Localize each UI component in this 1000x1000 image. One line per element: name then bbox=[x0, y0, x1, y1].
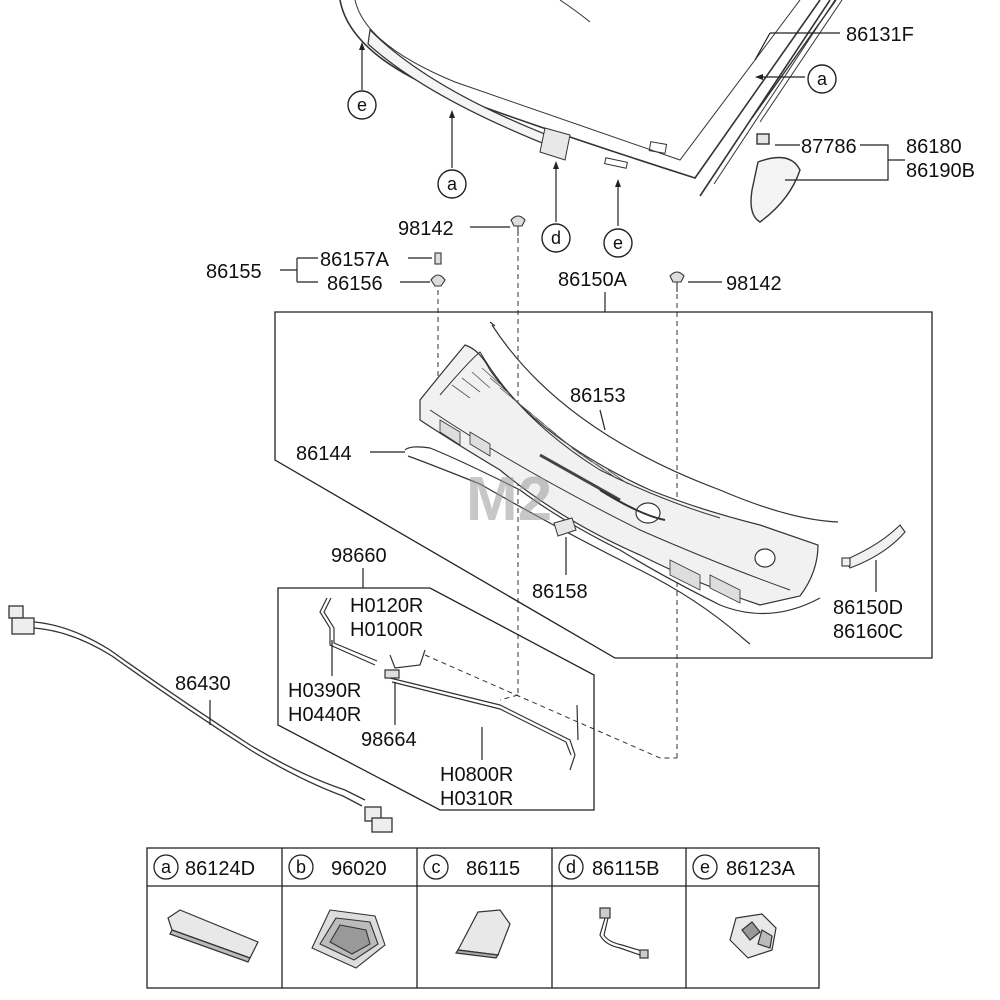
svg-text:b: b bbox=[296, 857, 306, 877]
svg-text:c: c bbox=[432, 857, 441, 877]
svg-text:86123A: 86123A bbox=[726, 858, 796, 880]
label-86158: 86158 bbox=[532, 581, 588, 603]
hose-leaders bbox=[331, 640, 483, 760]
label-86153: 86153 bbox=[570, 385, 626, 407]
svg-text:86124D: 86124D bbox=[185, 858, 255, 880]
legend-part-a-drawing bbox=[167, 909, 259, 963]
legend-header-c: c 86115 bbox=[423, 854, 520, 880]
svg-text:d: d bbox=[551, 228, 561, 248]
label-98660: 98660 bbox=[331, 545, 387, 567]
label-86190B: 86190B bbox=[906, 160, 975, 182]
svg-text:96020: 96020 bbox=[331, 858, 387, 880]
label-86155: 86155 bbox=[206, 261, 262, 283]
label-98142-top: 98142 bbox=[398, 218, 454, 240]
label-H0800R: H0800R bbox=[440, 764, 513, 786]
cowl-top-panel bbox=[419, 321, 839, 606]
washer-hoses bbox=[319, 597, 579, 771]
svg-text:86115B: 86115B bbox=[592, 858, 659, 880]
label-86430: 86430 bbox=[175, 673, 231, 695]
legend-table: a 86124D b 96020 c 86115 d 86115B e 8612… bbox=[146, 847, 820, 989]
part-labels: 86131F 87786 86180 86190B 98142 98142 86… bbox=[175, 24, 975, 810]
rivet-icon bbox=[430, 252, 446, 287]
screw-right-icon bbox=[669, 271, 685, 292]
svg-text:86115: 86115 bbox=[466, 858, 520, 880]
cowl-pad bbox=[553, 517, 577, 537]
legend-header-d: d 86115B bbox=[558, 854, 659, 880]
label-H0440R: H0440R bbox=[288, 704, 361, 726]
svg-text:a: a bbox=[447, 174, 458, 194]
legend-part-e-drawing bbox=[729, 913, 777, 959]
label-86150D: 86150D bbox=[833, 597, 903, 619]
screw-top-icon bbox=[510, 215, 526, 236]
label-H0120R: H0120R bbox=[350, 595, 423, 617]
legend-header-b: b 96020 bbox=[288, 854, 387, 880]
cowl-leaders bbox=[370, 409, 877, 592]
callout-a-right: a bbox=[807, 64, 837, 94]
label-86160C: 86160C bbox=[833, 621, 903, 643]
svg-text:d: d bbox=[566, 857, 576, 877]
label-98142-right: 98142 bbox=[726, 273, 782, 295]
label-86150A: 86150A bbox=[558, 269, 628, 291]
label-98664: 98664 bbox=[361, 729, 417, 751]
callout-d-center: d bbox=[541, 223, 571, 253]
long-washer-hose bbox=[8, 605, 393, 833]
label-86144: 86144 bbox=[296, 443, 352, 465]
callout-e-left: e bbox=[347, 90, 377, 120]
leader-arrowheads bbox=[359, 42, 763, 187]
cowl-assembly-outline bbox=[274, 311, 933, 659]
legend-part-d-drawing bbox=[599, 907, 649, 959]
side-molding bbox=[750, 0, 843, 223]
legend-header-a: a 86124D bbox=[153, 854, 255, 880]
svg-text:a: a bbox=[817, 69, 828, 89]
watermark-logo: M2 bbox=[466, 465, 552, 534]
callout-e-center: e bbox=[603, 228, 633, 258]
label-87786: 87786 bbox=[801, 136, 857, 158]
legend-part-b-drawing bbox=[311, 909, 386, 969]
legend-part-c-drawing bbox=[454, 909, 511, 959]
svg-text:e: e bbox=[613, 233, 623, 253]
screw-leaders bbox=[280, 226, 722, 283]
label-H0390R: H0390R bbox=[288, 680, 361, 702]
label-86157A: 86157A bbox=[320, 249, 390, 271]
windshield-leaders bbox=[361, 32, 905, 226]
label-86131F: 86131F bbox=[846, 24, 914, 46]
label-86180: 86180 bbox=[906, 136, 962, 158]
label-86156: 86156 bbox=[327, 273, 383, 295]
callout-a-center: a bbox=[437, 169, 467, 199]
cowl-extension-piece bbox=[841, 524, 906, 569]
label-H0100R: H0100R bbox=[350, 619, 423, 641]
label-H0310R: H0310R bbox=[440, 788, 513, 810]
svg-text:e: e bbox=[700, 857, 710, 877]
legend-header-e: e 86123A bbox=[692, 854, 796, 880]
svg-text:a: a bbox=[161, 857, 172, 877]
svg-text:e: e bbox=[357, 95, 367, 115]
hose-group-outline bbox=[277, 587, 595, 811]
weatherstrip bbox=[404, 446, 821, 645]
windshield-glass bbox=[339, 0, 836, 197]
